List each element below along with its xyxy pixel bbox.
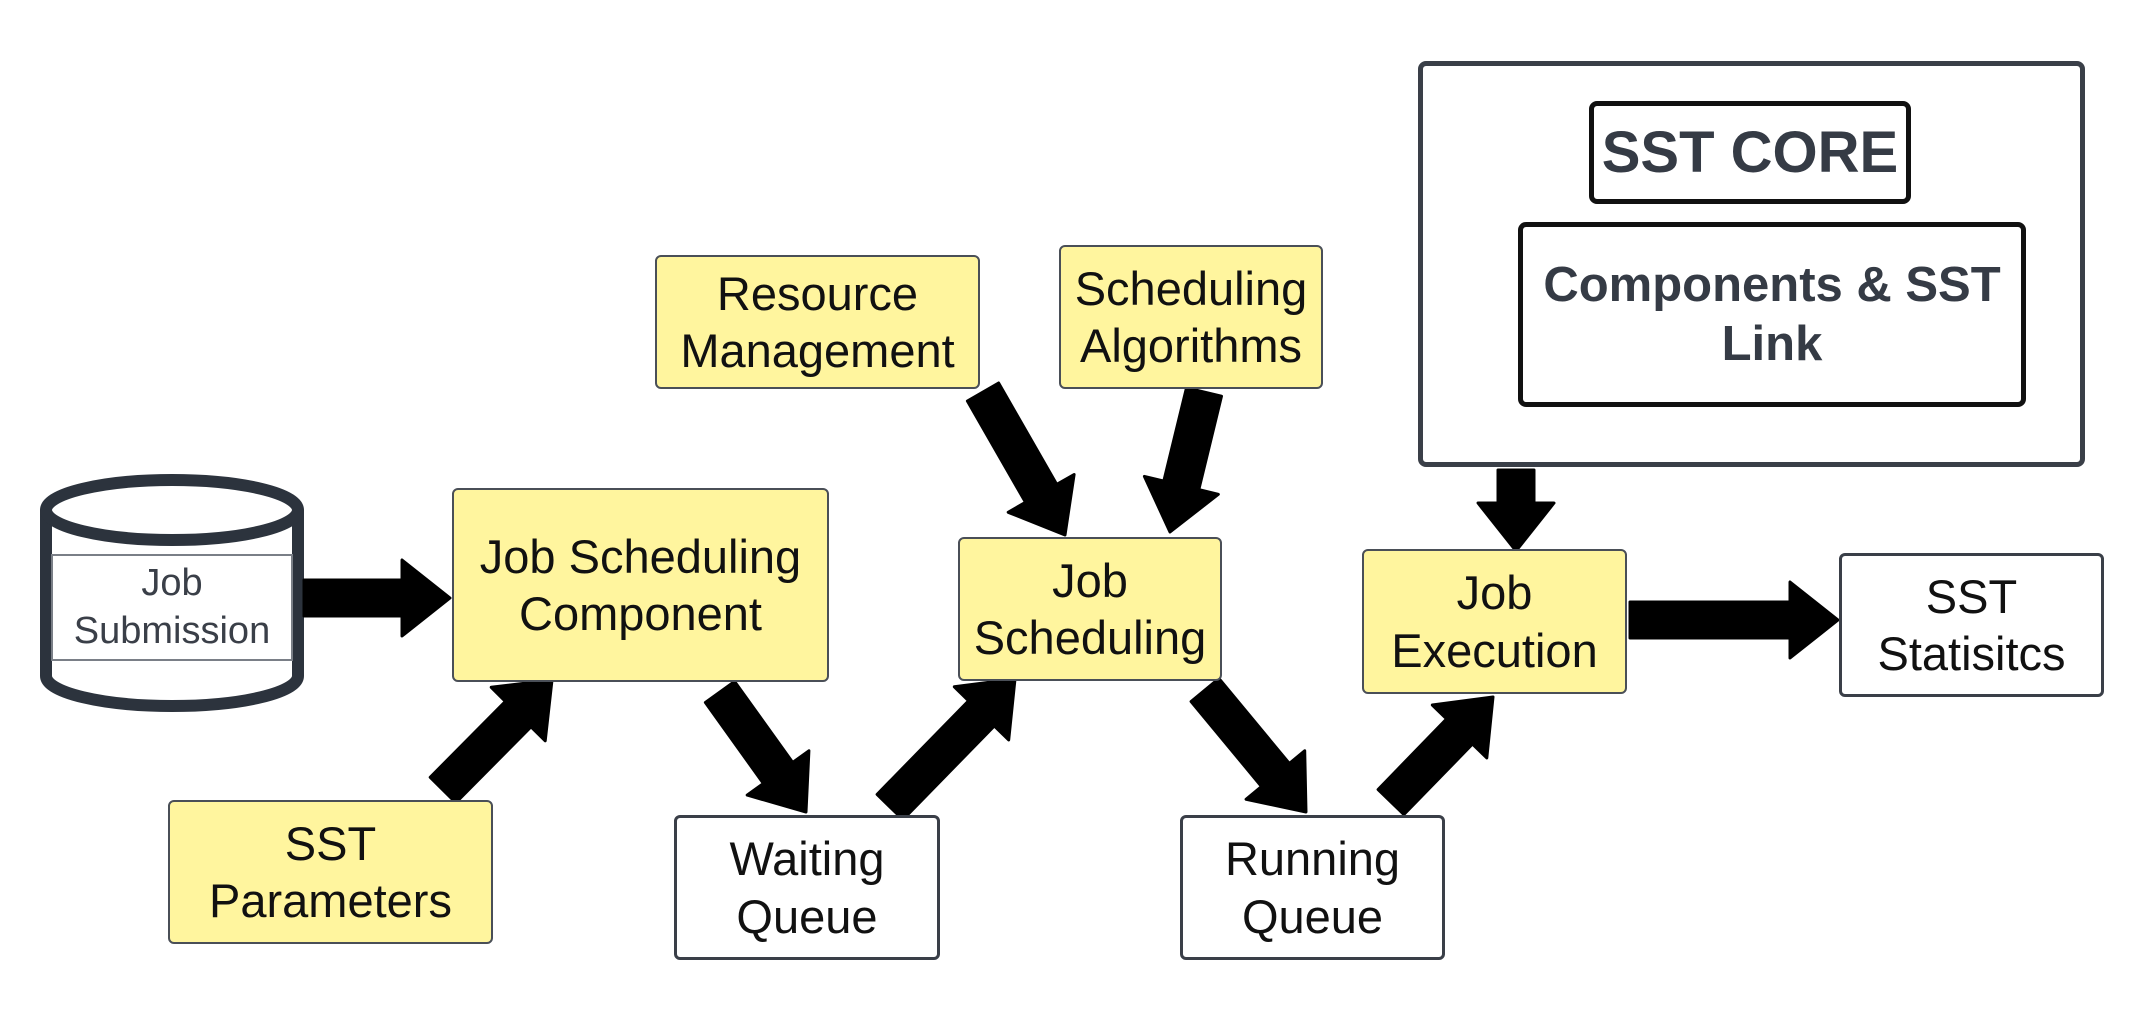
arrow-waiting-queue-to-job-scheduling	[875, 677, 1017, 822]
sst-statistics-node: SST Statisitcs	[1839, 553, 2104, 697]
waiting-queue-label: Waiting Queue	[729, 832, 885, 943]
arrow-sst-parameters-to-job-scheduling-component	[428, 678, 554, 805]
job-execution-node: Job Execution	[1362, 549, 1627, 694]
sst-core-title: SST CORE	[1589, 101, 1911, 204]
arrow-sst-core-to-job-execution	[1476, 468, 1556, 553]
resource-management-node: Resource Management	[655, 255, 980, 389]
job-submission-label: Job Submission	[73, 562, 271, 652]
arrow-running-queue-to-job-execution	[1376, 695, 1495, 816]
arrow-job-scheduling-component-to-waiting-queue	[703, 680, 811, 814]
scheduling-algorithms-label: Scheduling Algorithms	[1074, 261, 1308, 372]
arrow-resource-management-to-job-scheduling	[965, 381, 1076, 537]
components-link-box: Components & SST Link	[1518, 222, 2026, 407]
resource-management-label: Resource Management	[680, 266, 955, 377]
job-scheduling-node: Job Scheduling	[958, 537, 1222, 681]
running-queue-label: Running Queue	[1224, 832, 1401, 943]
job-submission-node: Job Submission	[51, 554, 293, 661]
scheduling-algorithms-node: Scheduling Algorithms	[1059, 245, 1323, 389]
sst-parameters-node: SST Parameters	[168, 800, 493, 944]
waiting-queue-node: Waiting Queue	[674, 815, 940, 960]
job-scheduling-component-node: Job Scheduling Component	[452, 488, 829, 682]
sst-parameters-label: SST Parameters	[209, 816, 452, 927]
arrow-job-scheduling-to-running-queue	[1189, 677, 1308, 814]
job-scheduling-component-label: Job Scheduling Component	[479, 529, 802, 640]
job-scheduling-label: Job Scheduling	[973, 553, 1207, 664]
arrow-scheduling-algorithms-to-job-scheduling	[1142, 386, 1223, 534]
sst-core-label: SST CORE	[1601, 120, 1899, 185]
arrow-job-submission-to-job-scheduling-component	[302, 558, 452, 638]
running-queue-node: Running Queue	[1180, 815, 1445, 960]
job-execution-label: Job Execution	[1391, 566, 1598, 677]
components-link-label: Components & SST Link	[1543, 257, 2001, 371]
arrow-job-execution-to-sst-statistics	[1628, 580, 1840, 660]
sst-statistics-label: SST Statisitcs	[1877, 569, 2066, 680]
